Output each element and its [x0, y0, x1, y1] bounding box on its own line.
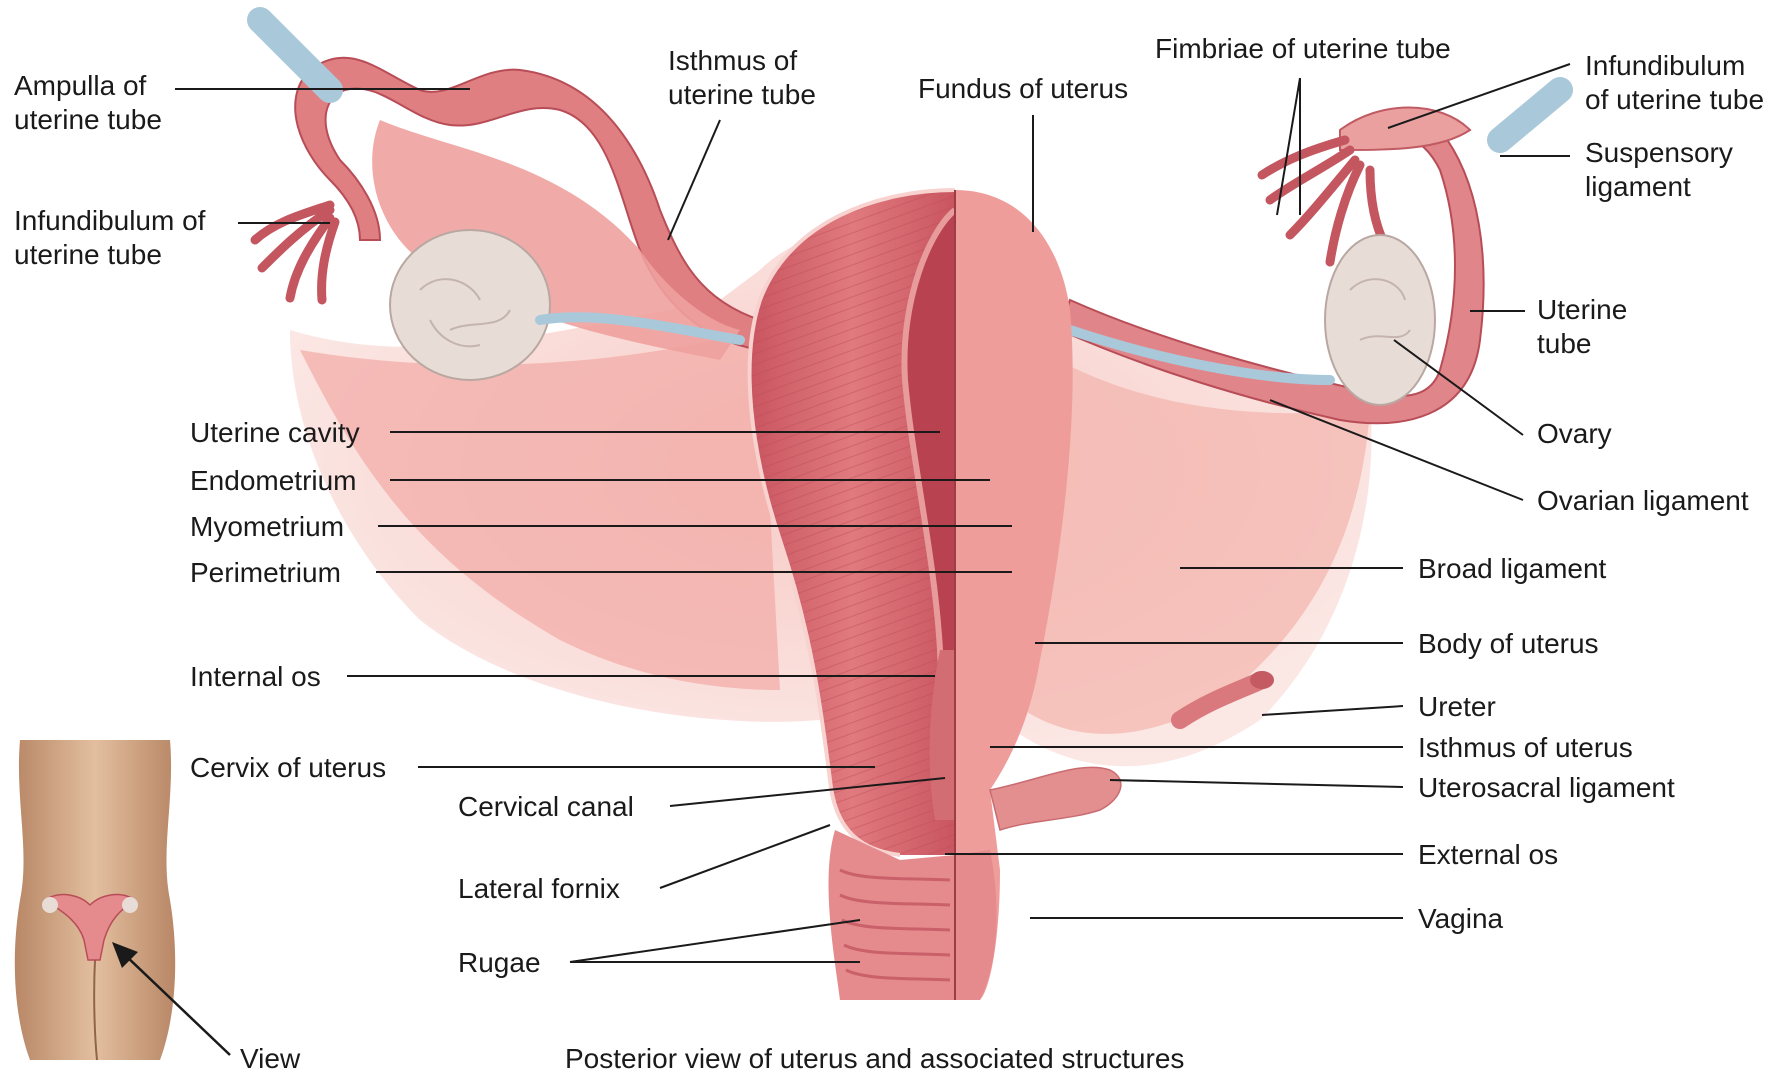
label-suspensory-line2: ligament	[1585, 171, 1691, 202]
label-ampulla-line2: uterine tube	[14, 104, 162, 135]
label-internal-os: Internal os	[190, 661, 321, 692]
ureter-opening	[1250, 671, 1274, 689]
left-ovary	[390, 230, 550, 380]
uterosacral-fold	[990, 767, 1121, 830]
label-infundibulum-right-line2: of uterine tube	[1585, 84, 1764, 115]
label-fimbriae: Fimbriae of uterine tube	[1155, 33, 1451, 64]
inset-right-ovary	[122, 897, 138, 913]
label-uterine-tube-line1: Uterine	[1537, 294, 1627, 325]
right-suspensory-ligament	[1500, 90, 1560, 140]
label-cervical-canal: Cervical canal	[458, 791, 634, 822]
label-uterine-cavity: Uterine cavity	[190, 417, 360, 448]
label-cervix: Cervix of uterus	[190, 752, 386, 783]
inset-left-ovary	[42, 897, 58, 913]
label-infundibulum-left-line2: uterine tube	[14, 239, 162, 270]
label-lateral-fornix: Lateral fornix	[458, 873, 620, 904]
left-suspensory-ligament	[260, 20, 330, 90]
label-isthmus-tube-line2: uterine tube	[668, 79, 816, 110]
label-isthmus-tube-line1: Isthmus of	[668, 45, 797, 76]
label-isthmus-of-uterus: Isthmus of uterus	[1418, 732, 1633, 763]
left-fimbriae	[255, 205, 335, 300]
label-ovarian-ligament: Ovarian ligament	[1537, 485, 1749, 516]
inset-view-figure	[15, 740, 230, 1060]
label-body-of-uterus: Body of uterus	[1418, 628, 1599, 659]
label-myometrium: Myometrium	[190, 511, 344, 542]
label-broad-ligament: Broad ligament	[1418, 553, 1607, 584]
label-rugae: Rugae	[458, 947, 541, 978]
label-external-os: External os	[1418, 839, 1558, 870]
label-vagina: Vagina	[1418, 903, 1504, 934]
label-ampulla-line1: Ampulla of	[14, 70, 147, 101]
label-suspensory-line1: Suspensory	[1585, 137, 1733, 168]
label-ovary: Ovary	[1537, 418, 1612, 449]
label-uterine-tube-line2: tube	[1537, 328, 1592, 359]
label-view: View	[240, 1043, 301, 1074]
label-perimetrium: Perimetrium	[190, 557, 341, 588]
label-uterosacral: Uterosacral ligament	[1418, 772, 1675, 803]
label-fundus: Fundus of uterus	[918, 73, 1128, 104]
right-ovary	[1325, 235, 1435, 405]
label-infundibulum-right-line1: Infundibulum	[1585, 50, 1745, 81]
label-infundibulum-left-line1: Infundibulum of	[14, 205, 206, 236]
label-endometrium: Endometrium	[190, 465, 357, 496]
label-ureter: Ureter	[1418, 691, 1496, 722]
figure-caption: Posterior view of uterus and associated …	[565, 1043, 1184, 1074]
